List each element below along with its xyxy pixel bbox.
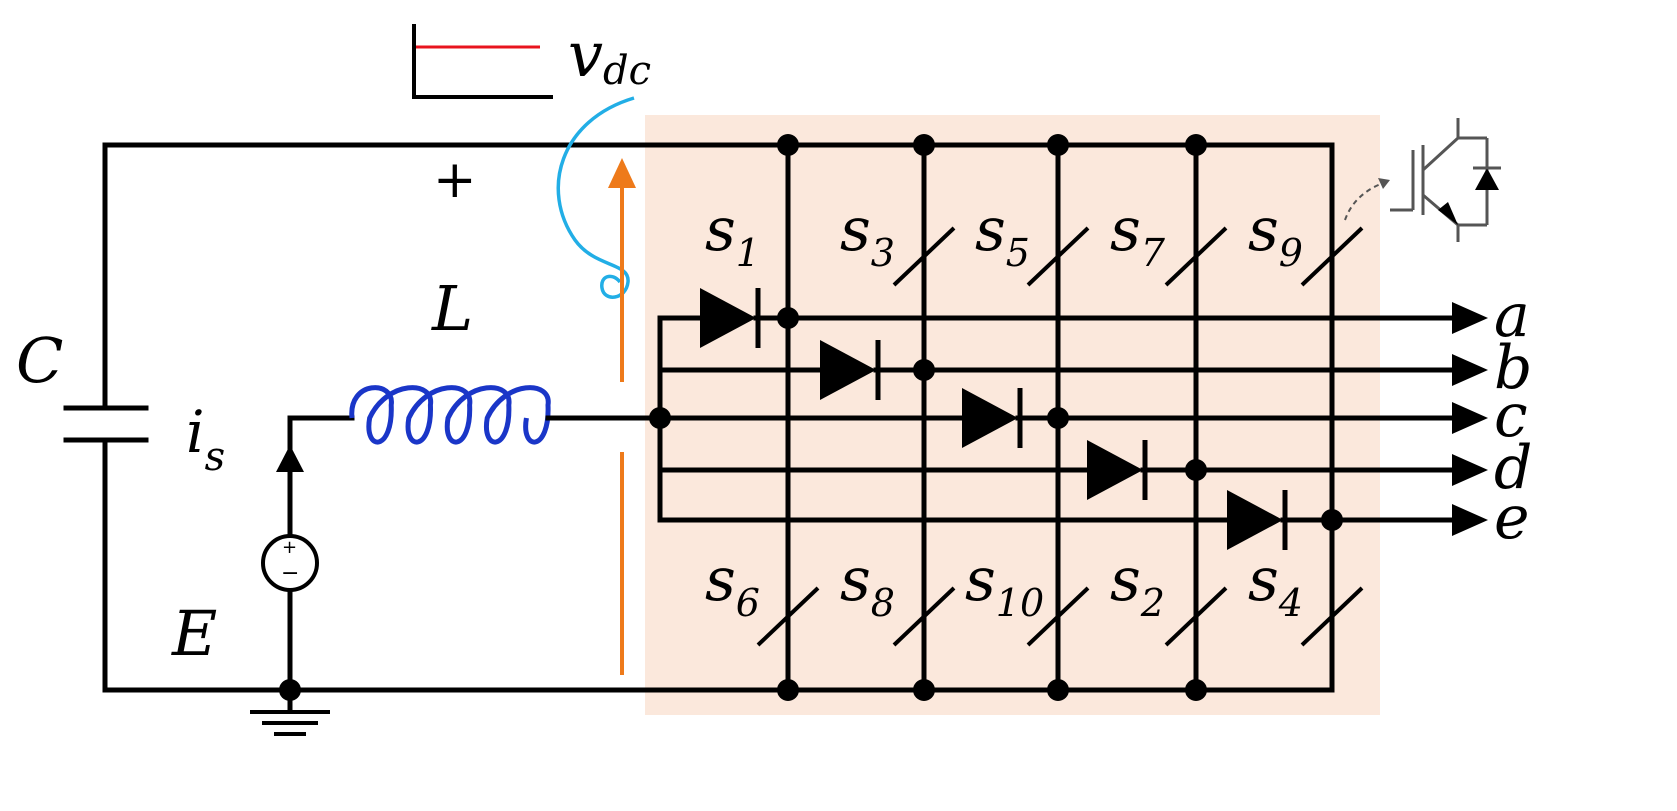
row-node-5	[1321, 509, 1343, 531]
top-switch-label-s7: s7	[1110, 195, 1166, 275]
plus-sign: +	[433, 150, 477, 210]
source-branch	[261, 415, 355, 701]
top-switch-slash-7	[1164, 226, 1228, 287]
top-switch-slash-9	[1300, 226, 1364, 287]
top-rail-node-4	[1185, 134, 1207, 156]
output-arrow-2	[1452, 354, 1488, 386]
dc-voltage-label: vdc	[568, 18, 651, 94]
top-switch-label-s3: s3	[840, 195, 895, 275]
bottom-switch-label-s2: s2	[1110, 545, 1165, 625]
bottom-switch-slash-2	[1164, 586, 1228, 647]
output-label-b: b	[1494, 333, 1532, 403]
capacitor-label: C	[16, 324, 63, 397]
row-node-2	[913, 359, 935, 381]
diode-triangle	[700, 288, 756, 348]
output-arrow-3	[1452, 402, 1488, 434]
bottom-switch-slash-8	[892, 586, 956, 647]
source-plus: +	[282, 537, 297, 558]
diode-icon	[820, 340, 881, 400]
source-label: E	[171, 597, 217, 670]
top-switch-label-s9: s9	[1248, 195, 1303, 275]
output-arrow-5	[1452, 504, 1488, 536]
diode-triangle	[820, 340, 876, 400]
diode-icon	[700, 288, 761, 348]
output-label-a: a	[1494, 281, 1530, 351]
ground-icon	[250, 687, 330, 736]
voltage-source	[261, 534, 319, 592]
diode-icon	[1087, 440, 1148, 500]
bottom-switch-label-s4: s4	[1248, 545, 1303, 625]
igbt-icon	[1344, 118, 1501, 242]
diode-triangle	[1227, 490, 1283, 550]
bottom-rail-node-3	[1047, 679, 1069, 701]
top-rail-node-1	[777, 134, 799, 156]
inductor	[349, 385, 663, 445]
diode-icon	[962, 388, 1023, 448]
row-node-1	[777, 307, 799, 329]
row-node-3	[1047, 407, 1069, 429]
bottom-switch-label-s10: s10	[965, 545, 1044, 625]
bottom-switch-slash-6	[756, 586, 820, 647]
inductor-label: L	[431, 272, 473, 345]
bottom-rail-node-1	[777, 679, 799, 701]
top-rail-node-2	[913, 134, 935, 156]
bottom-switch-label-s8: s8	[840, 545, 895, 625]
output-label-e: e	[1494, 483, 1530, 553]
capacitor	[63, 405, 149, 443]
output-label-c: c	[1494, 381, 1528, 451]
converter-bridge-background	[645, 115, 1380, 715]
output-label-d: d	[1494, 433, 1532, 503]
dc-voltage-arrow	[608, 158, 636, 675]
top-switch-label-s5: s5	[975, 195, 1030, 275]
bottom-rail-node-2	[913, 679, 935, 701]
bottom-switch-slash-10	[1026, 586, 1090, 647]
source-minus: −	[281, 561, 299, 586]
voltage-probe-loop	[556, 96, 635, 299]
source-current-label: is	[186, 398, 225, 480]
top-rail-node-3	[1047, 134, 1069, 156]
bottom-rail-node-4	[1185, 679, 1207, 701]
diode-icon	[1227, 490, 1288, 550]
bottom-switch-slash-4	[1300, 586, 1364, 647]
diode-triangle	[1087, 440, 1143, 500]
row-node-4	[1185, 459, 1207, 481]
top-switch-slash-5	[1026, 226, 1090, 287]
top-switch-label-s1: s1	[705, 195, 760, 275]
scope-icon	[412, 24, 553, 99]
output-arrow-4	[1452, 454, 1488, 486]
top-switch-slash-3	[892, 226, 956, 287]
diode-triangle	[962, 388, 1018, 448]
output-arrow-1	[1452, 302, 1488, 334]
bottom-switch-label-s6: s6	[705, 545, 760, 625]
